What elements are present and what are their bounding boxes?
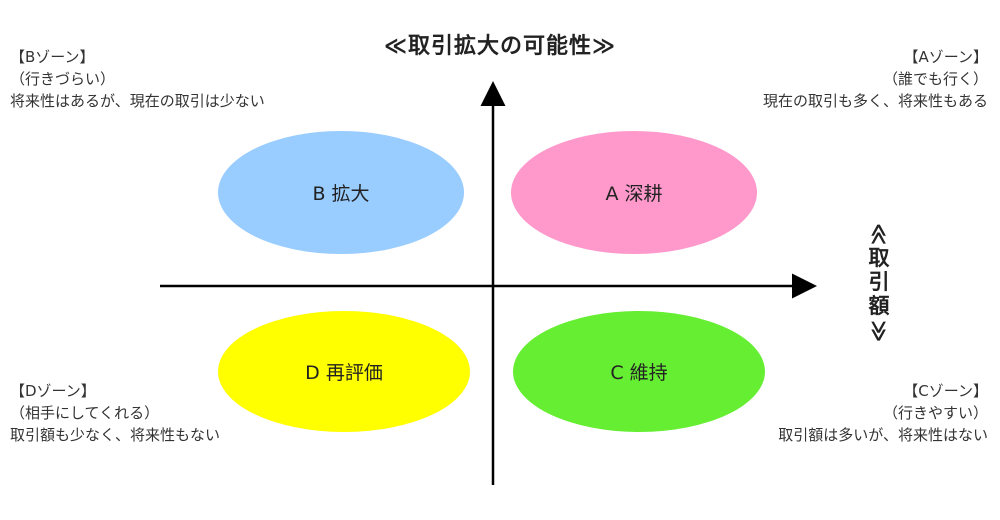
zone-c-subtitle: （行きやすい） [882,404,988,422]
vertical-axis-title: ≪取引拡大の可能性≫ [383,34,617,59]
zone-c-header: 【Cゾーン】 [903,382,988,400]
horizontal-axis-title-open: ≪ [867,223,892,246]
quadrant-b-ellipse: B 拡大 [218,131,464,254]
horizontal-axis-title-char: 額 [868,294,890,319]
zone-d-header: 【Dゾーン】 [10,382,96,400]
zone-c-description: 【Cゾーン】 （行きやすい） 取引額は多いが、将来性はない [778,380,988,446]
horizontal-axis-title: ≪ 取 引 額 ≫ [862,222,896,343]
quadrant-b-label: B 拡大 [312,183,370,205]
zone-a-subtitle: （誰でも行く） [882,70,988,88]
zone-a-description: 【Aゾーン】 （誰でも行く） 現在の取引も多く、将来性もある [763,46,988,112]
horizontal-axis-title-close: ≫ [867,319,892,342]
horizontal-axis-title-char: 引 [868,270,890,295]
zone-b-header: 【Bゾーン】 [10,48,95,66]
zone-d-text: 取引額も少なく、将来性もない [10,426,221,444]
quadrant-c-label: C 維持 [610,362,668,384]
zone-d-subtitle: （相手にしてくれる） [10,404,160,422]
zone-a-text: 現在の取引も多く、将来性もある [762,92,988,110]
zone-a-header: 【Aゾーン】 [903,48,988,66]
zone-b-description: 【Bゾーン】 （行きづらい） 将来性はあるが、現在の取引は少ない [10,46,265,112]
horizontal-axis-title-char: 取 [868,246,890,271]
zone-c-text: 取引額は多いが、将来性はない [778,426,988,444]
quadrant-a-ellipse: A 深耕 [511,131,757,254]
zone-b-subtitle: （行きづらい） [10,70,116,88]
quadrant-a-label: A 深耕 [605,183,663,205]
quadrant-d-label: D 再評価 [305,362,383,384]
zone-b-text: 将来性はあるが、現在の取引は少ない [10,92,265,110]
quadrant-d-ellipse: D 再評価 [218,311,470,432]
quadrant-c-ellipse: C 維持 [513,311,765,432]
zone-d-description: 【Dゾーン】 （相手にしてくれる） 取引額も少なく、将来性もない [10,380,220,446]
